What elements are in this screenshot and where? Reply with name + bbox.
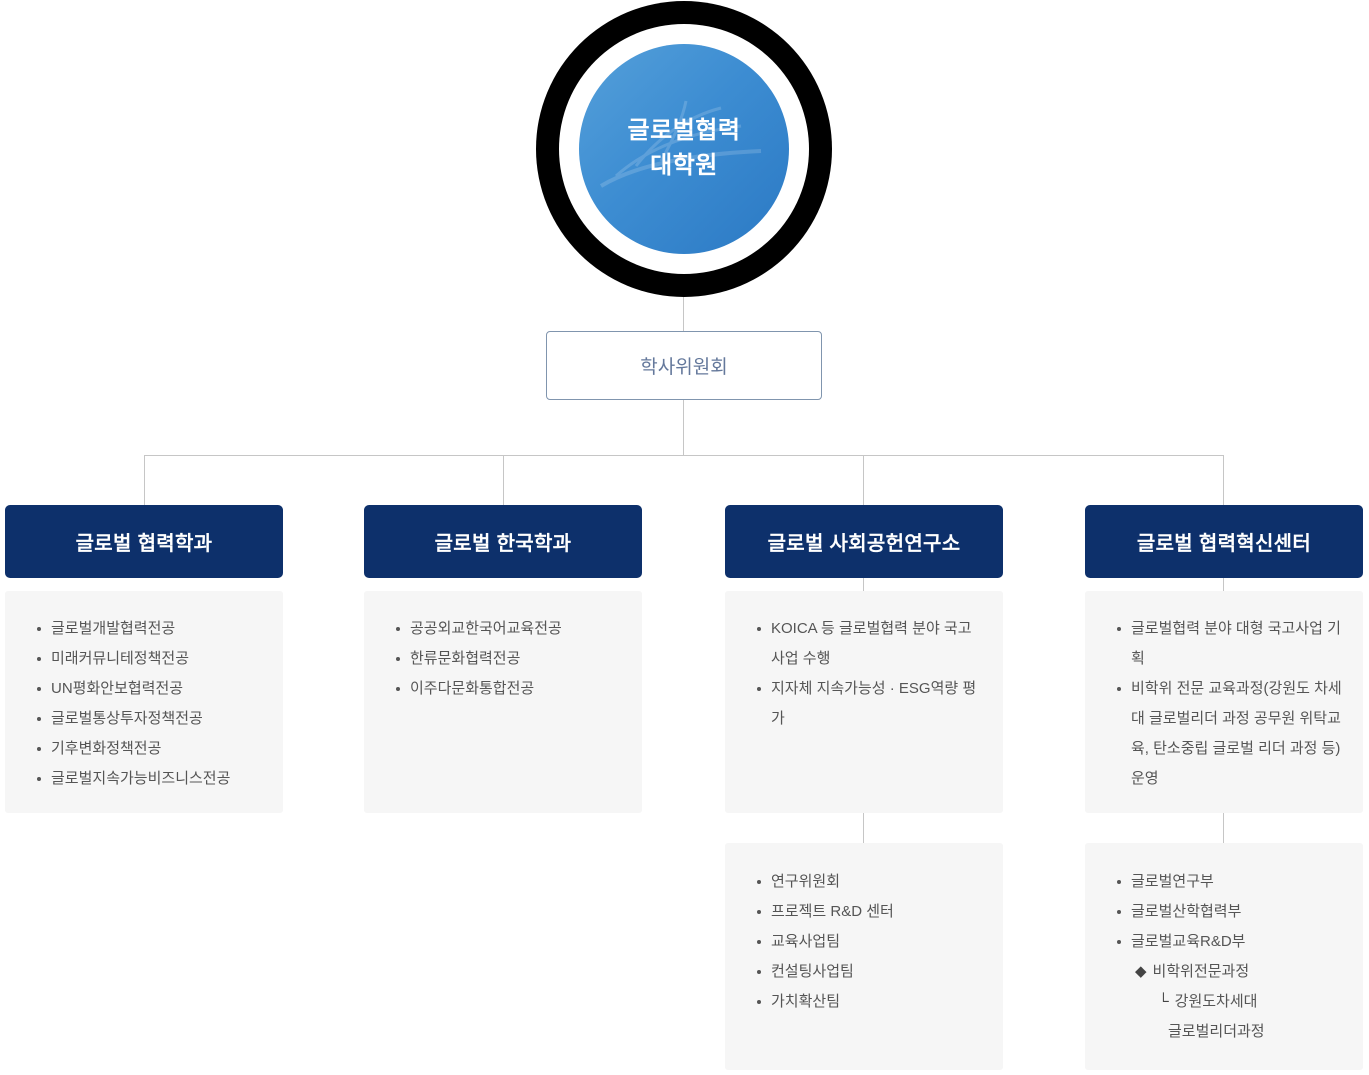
wing-swoosh-icon — [599, 100, 762, 188]
list-item: 교육사업팀 — [757, 927, 985, 957]
dept-header-global-cooperation: 글로벌 협력학과 — [5, 505, 283, 578]
list-item: 가치확산팀 — [757, 987, 985, 1017]
connector-drop-3 — [863, 455, 864, 505]
connector-col3-sub — [863, 813, 864, 843]
connector-col4-sub — [1223, 813, 1224, 843]
list-item: 기후변화정책전공 — [37, 734, 265, 764]
connector-committee-down — [683, 400, 684, 455]
root-title-line2: 대학원 — [650, 152, 718, 179]
list-item: 이주다문화통합전공 — [396, 674, 624, 704]
list-item: 비학위 전문 교육과정(강원도 차세대 글로벌리더 과정 공무원 위탁교육, 탄… — [1117, 674, 1345, 794]
dept-header-social-contribution-institute: 글로벌 사회공헌연구소 — [725, 505, 1003, 578]
list-item: 공공외교한국어교육전공 — [396, 614, 624, 644]
list-item: 글로벌리더과정 — [1168, 1017, 1345, 1047]
list-item: 연구위원회 — [757, 867, 985, 897]
list-item: 글로벌통상투자정책전공 — [37, 704, 265, 734]
list-item-text: 글로벌리더과정 — [1168, 1023, 1265, 1040]
list-item: 컨설팅사업팀 — [757, 957, 985, 987]
list-item: 한류문화협력전공 — [396, 644, 624, 674]
dept-title: 글로벌 사회공헌연구소 — [767, 533, 961, 555]
dept-header-cooperation-innovation-center: 글로벌 협력혁신센터 — [1085, 505, 1363, 578]
diamond-marker-icon: ◆ — [1135, 963, 1147, 980]
connector-drop-2 — [503, 455, 504, 505]
elbow-marker-icon: └ — [1158, 993, 1169, 1010]
connector-root-to-committee — [683, 297, 684, 331]
committee-label: 학사위원회 — [640, 357, 728, 378]
dept-list-cooperation-innovation-center: 글로벌협력 분야 대형 국고사업 기획 비학위 전문 교육과정(강원도 차세대 … — [1085, 591, 1363, 813]
root-title-line1: 글로벌협력 — [627, 117, 741, 145]
list-item: 글로벌연구부 — [1117, 867, 1345, 897]
sub-list-cooperation-innovation-center: 글로벌연구부 글로벌산학협력부 글로벌교육R&D부 ◆ 비학위전문과정 └ 강원도차… — [1085, 843, 1363, 1070]
list-item: 글로벌지속가능비즈니스전공 — [37, 764, 265, 794]
sub-list-social-contribution-institute: 연구위원회 프로젝트 R&D 센터 교육사업팀 컨설팅사업팀 가치확산팀 — [725, 843, 1003, 1070]
dept-list-global-cooperation: 글로벌개발협력전공 미래커뮤니테정책전공 UN평화안보협력전공 글로벌통상투자정… — [5, 591, 283, 813]
list-item: ◆ 비학위전문과정 — [1135, 957, 1345, 987]
connector-col3-gap — [863, 578, 864, 591]
list-item: 글로벌교육R&D부 — [1117, 927, 1345, 957]
list-item: 프로젝트 R&D 센터 — [757, 897, 985, 927]
dept-title: 글로벌 한국학과 — [434, 533, 572, 555]
list-item: UN평화안보협력전공 — [37, 674, 265, 704]
committee-box: 학사위원회 — [546, 331, 822, 400]
list-item: KOICA 등 글로벌협력 분야 국고사업 수행 — [757, 614, 985, 674]
dept-header-global-korean-studies: 글로벌 한국학과 — [364, 505, 642, 578]
dept-list-social-contribution-institute: KOICA 등 글로벌협력 분야 국고사업 수행 지자체 지속가능성 · ESG… — [725, 591, 1003, 813]
list-item: 지자체 지속가능성 · ESG역량 평가 — [757, 674, 985, 734]
list-item: 글로벌산학협력부 — [1117, 897, 1345, 927]
root-circle: 글로벌협력 대학원 — [536, 1, 832, 297]
connector-drop-1 — [144, 455, 145, 505]
list-item: 글로벌협력 분야 대형 국고사업 기획 — [1117, 614, 1345, 674]
root-circle-blue: 글로벌협력 대학원 — [579, 44, 789, 254]
connector-drop-4 — [1223, 455, 1224, 505]
list-item: └ 강원도차세대 — [1158, 987, 1345, 1017]
connector-col4-gap — [1223, 578, 1224, 591]
dept-list-global-korean-studies: 공공외교한국어교육전공 한류문화협력전공 이주다문화통합전공 — [364, 591, 642, 813]
list-item: 글로벌개발협력전공 — [37, 614, 265, 644]
connector-horizontal — [144, 455, 1224, 456]
dept-title: 글로벌 협력학과 — [75, 533, 213, 555]
list-item: 미래커뮤니테정책전공 — [37, 644, 265, 674]
list-item-text: 강원도차세대 — [1174, 993, 1258, 1010]
list-item-text: 비학위전문과정 — [1152, 963, 1250, 980]
dept-title: 글로벌 협력혁신센터 — [1136, 533, 1312, 555]
root-title: 글로벌협력 대학원 — [628, 114, 741, 184]
